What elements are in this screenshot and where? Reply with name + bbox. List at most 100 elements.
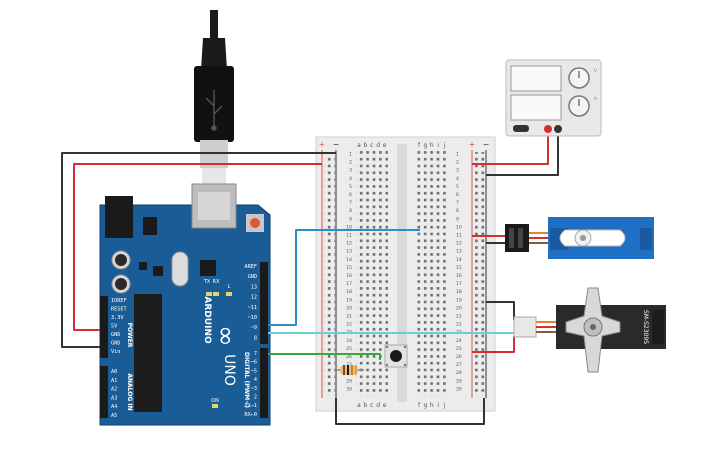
- column-label-top: b: [363, 142, 367, 149]
- row-number-label: 29: [456, 378, 462, 384]
- column-label-top: i: [437, 142, 439, 149]
- row-number-label: 11: [456, 233, 462, 239]
- push-button[interactable]: [384, 344, 408, 368]
- wire-gnd-black: [61, 152, 336, 348]
- power-pin-label: GND: [111, 341, 120, 347]
- digital-pin-label: 8: [254, 335, 257, 341]
- power-pin-label: 3.3V: [111, 315, 124, 321]
- column-label-bottom: g: [423, 402, 427, 409]
- l-led-label: L: [228, 284, 231, 290]
- row-number-label: 30: [456, 386, 462, 392]
- row-number-label: 26: [346, 354, 352, 360]
- row-number-label: 2: [456, 160, 459, 166]
- arduino-logo: ∞: [211, 325, 241, 347]
- row-number-label: 17: [456, 281, 462, 287]
- servo-model-label: SM-S2309S: [642, 310, 649, 344]
- row-number-label: 8: [349, 208, 352, 214]
- row-number-label: 14: [456, 257, 462, 263]
- row-number-label: 3: [456, 168, 459, 174]
- analog-pin-label: A4: [111, 404, 117, 410]
- wires[interactable]: [61, 130, 559, 425]
- row-number-label: 20: [456, 305, 462, 311]
- row-number-label: 18: [456, 289, 462, 295]
- digital-pin-label: 4: [254, 377, 257, 383]
- row-number-label: 17: [346, 281, 352, 287]
- psu-current-knob-label: A: [594, 96, 597, 101]
- row-number-label: 7: [456, 200, 459, 206]
- digital-pin-label: 7: [254, 351, 257, 357]
- row-number-label: 4: [456, 176, 459, 182]
- arduino-model-text: UNO: [221, 354, 237, 386]
- arduino-uno-board[interactable]: ∞ ARDUINO UNO TX RX L ON POWER ANALOG IN…: [99, 183, 271, 426]
- power-pin-label: GND: [111, 332, 120, 338]
- row-number-label: 18: [346, 289, 352, 295]
- wire-psu-black: [486, 130, 559, 176]
- row-number-label: 22: [346, 322, 352, 328]
- column-label-bottom: e: [383, 402, 387, 409]
- column-label-top: c: [370, 142, 373, 149]
- wire-pin7-green: [268, 353, 381, 360]
- analog-pin-label: A2: [111, 387, 117, 393]
- row-number-label: 9: [349, 216, 352, 222]
- row-number-label: 10: [346, 224, 352, 230]
- row-number-label: 19: [346, 297, 352, 303]
- usb-cable[interactable]: [194, 10, 234, 188]
- analog-pin-label: A0: [111, 369, 117, 375]
- column-label-top: a: [357, 142, 361, 149]
- servo-standard-black[interactable]: SM-S2309S: [513, 287, 666, 373]
- rail-plus-right: +: [469, 140, 476, 149]
- row-number-label: 5: [456, 184, 459, 190]
- digital-pin-label: 2: [254, 395, 257, 401]
- row-number-label: 15: [346, 265, 352, 271]
- digital-pin-label: AREF: [245, 264, 258, 270]
- row-number-label: 19: [456, 297, 462, 303]
- column-label-top: h: [430, 142, 434, 149]
- digital-pin-label: ~11: [248, 305, 257, 311]
- analog-pin-label: A1: [111, 378, 117, 384]
- power-pin-label: RESET: [111, 307, 127, 313]
- wire-pin10-blue: [268, 229, 420, 326]
- digital-pin-label: ~5: [251, 368, 257, 374]
- column-label-bottom: d: [376, 402, 380, 409]
- row-number-label: 15: [456, 265, 462, 271]
- row-number-label: 25: [346, 346, 352, 352]
- row-number-label: 30: [346, 386, 352, 392]
- row-number-label: 16: [346, 273, 352, 279]
- row-number-label: 14: [346, 257, 352, 263]
- wire-5v-red: [73, 163, 322, 331]
- column-label-top: e: [383, 142, 387, 149]
- row-number-label: 3: [349, 168, 352, 174]
- row-number-label: 6: [349, 192, 352, 198]
- analog-header-label: ANALOG IN: [126, 373, 133, 410]
- row-number-label: 22: [456, 322, 462, 328]
- row-number-label: 20: [346, 305, 352, 311]
- row-number-label: 16: [456, 273, 462, 279]
- row-number-label: 5: [349, 184, 352, 190]
- digital-pin-label: ~3: [251, 386, 257, 392]
- column-label-bottom: j: [443, 402, 446, 409]
- arduino-brand-text: ARDUINO: [202, 296, 212, 344]
- rail-plus-left: +: [319, 140, 326, 149]
- power-pin-label: Vin: [111, 349, 120, 355]
- row-number-label: 7: [349, 200, 352, 206]
- row-number-label: 12: [456, 241, 462, 247]
- row-number-label: 26: [456, 354, 462, 360]
- column-label-top: d: [376, 142, 380, 149]
- wire-psu-red: [472, 130, 549, 165]
- psu-voltage-knob-label: V: [594, 68, 597, 73]
- digital-pin-label: TX→1: [245, 403, 258, 409]
- row-number-label: 10: [456, 224, 462, 230]
- resistor[interactable]: [334, 365, 364, 375]
- tx-label: TX: [203, 279, 211, 285]
- power-supply[interactable]: V A: [505, 59, 602, 137]
- on-led-label: ON: [211, 398, 219, 404]
- row-number-label: 28: [456, 370, 462, 376]
- row-number-label: 1: [456, 152, 459, 158]
- row-number-label: 24: [456, 338, 462, 344]
- power-pin-label: IOREF: [111, 298, 127, 304]
- digital-pin-label: ~9: [251, 325, 257, 331]
- power-pin-label: 5V: [111, 324, 117, 330]
- rail-minus-right: −: [483, 140, 490, 149]
- wire-bottom-gnd: [335, 398, 485, 425]
- servo-micro-blue[interactable]: [505, 217, 654, 259]
